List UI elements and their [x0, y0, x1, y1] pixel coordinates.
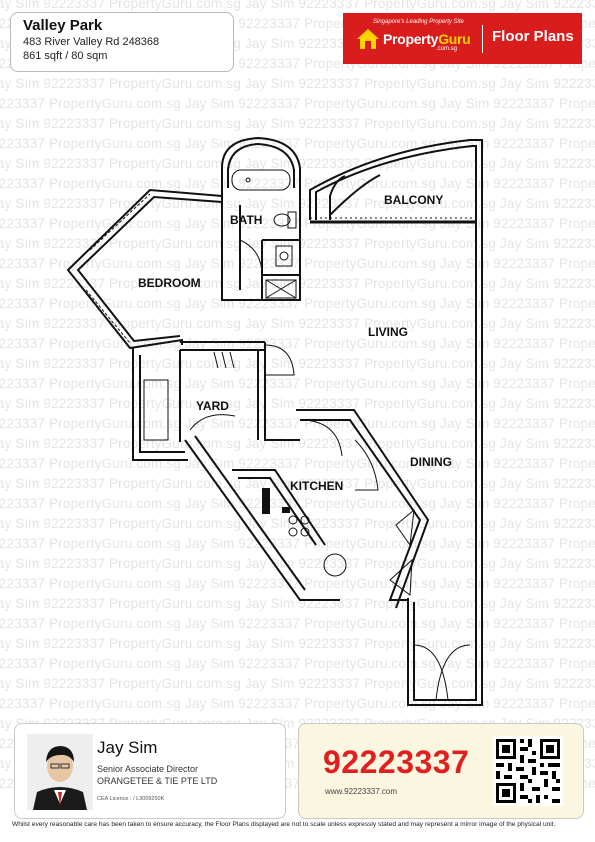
brand-logo: PropertyGuru [355, 27, 471, 51]
room-label-bath: BATH [230, 213, 262, 227]
contact-card[interactable]: 92223337 www.92223337.com [298, 723, 584, 819]
agent-name: Jay Sim [97, 738, 158, 757]
brand-divider [482, 25, 483, 53]
agent-website-link[interactable]: www.92223337.com [325, 787, 398, 796]
room-label-bedroom: BEDROOM [138, 276, 201, 290]
agent-title: Senior Associate Director [97, 764, 199, 774]
room-label-dining: DINING [410, 455, 452, 469]
property-address: 483 River Valley Rd 248368 [23, 36, 160, 48]
room-label-living: LIVING [368, 325, 408, 339]
room-label-yard: YARD [196, 399, 229, 413]
qr-code-icon [493, 736, 563, 806]
house-icon [357, 29, 379, 49]
floor-plans-title: Floor Plans [492, 28, 574, 45]
propertyguru-banner[interactable]: Singapore's Leading Property Site Proper… [343, 13, 582, 64]
brand-name: PropertyGuru [383, 31, 471, 47]
phone-number[interactable]: 92223337 [323, 744, 470, 780]
property-info-card: Valley Park 483 River Valley Rd 248368 8… [10, 12, 234, 72]
property-size: 861 sqft / 80 sqm [23, 50, 108, 62]
room-label-kitchen: KITCHEN [290, 479, 343, 493]
agent-company: ORANGETEE & TIE PTE LTD [97, 776, 218, 786]
agent-cea-licence: CEA Licence : / L3009250K [97, 796, 165, 802]
agent-photo-icon [27, 734, 93, 810]
property-name: Valley Park [23, 17, 103, 34]
disclaimer-text: Whilst every reasonable care has been ta… [12, 821, 556, 828]
brand-domain: .com.sg [436, 46, 458, 52]
brand-tagline: Singapore's Leading Property Site [373, 19, 464, 25]
room-label-balcony: BALCONY [384, 193, 443, 207]
agent-avatar [27, 734, 93, 810]
agent-card[interactable]: Jay Sim Senior Associate Director ORANGE… [14, 723, 286, 819]
